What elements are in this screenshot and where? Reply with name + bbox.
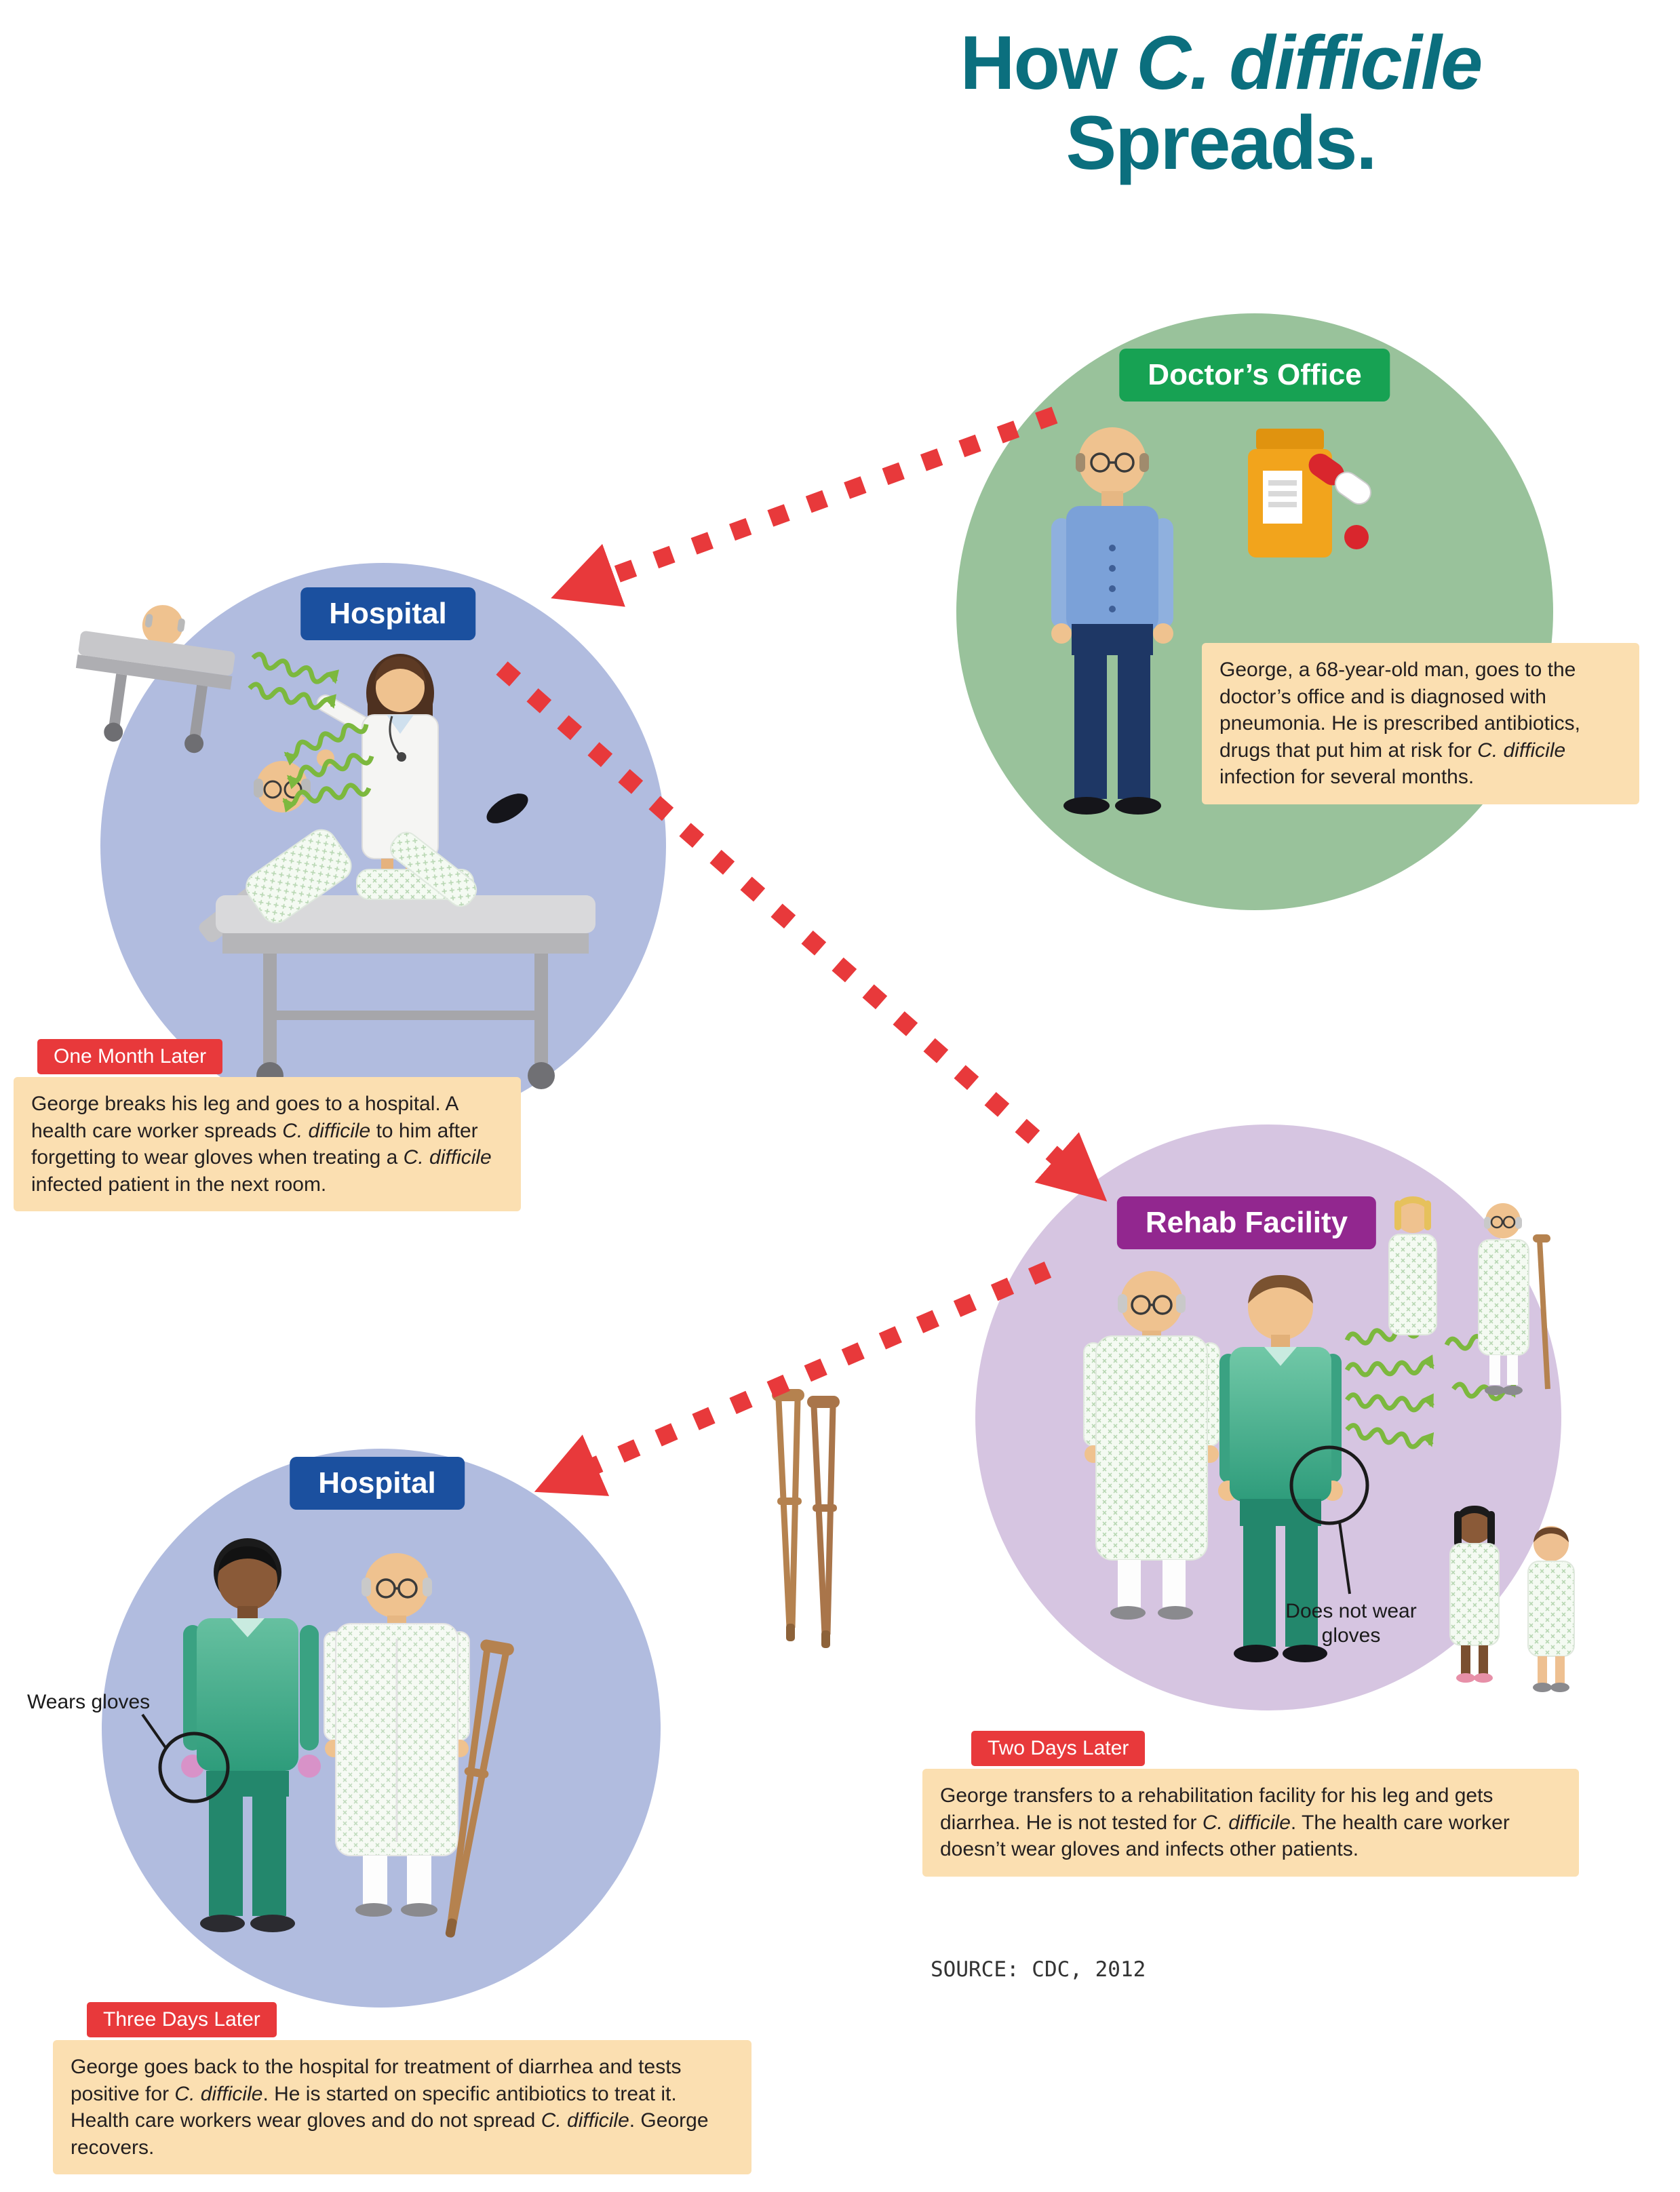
hospital-2-scene — [181, 1538, 514, 1938]
stage-label-rehab-facility: Rehab Facility — [1116, 1196, 1377, 1249]
crutch-icon — [445, 1639, 514, 1938]
stage-circle-rehab-facility — [772, 1124, 1575, 1710]
badge-one-month-later: One Month Later — [37, 1039, 223, 1074]
pill-bottle-icon — [1248, 429, 1332, 557]
annotation-wears-gloves: Wears gloves — [27, 1691, 151, 1713]
george-figure — [1051, 427, 1173, 815]
crutches-icon — [772, 1389, 840, 1648]
transmission-arrows — [248, 652, 374, 813]
stage-circle-hospital-2 — [102, 1449, 661, 2008]
title-line-1: How C. difficile — [780, 23, 1662, 103]
caption-hospital-2: George goes back to the hospital for tre… — [53, 2040, 751, 2175]
stage-circle-doctors-office — [956, 313, 1553, 910]
badge-three-days-later: Three Days Later — [87, 2002, 277, 2037]
title-line-2: Spreads. — [1066, 100, 1377, 185]
round-pill-icon — [1344, 525, 1369, 549]
caption-doctors-office: George, a 68-year-old man, goes to the d… — [1202, 643, 1639, 804]
stage-label-hospital-1: Hospital — [300, 587, 475, 640]
gloved-worker-figure — [181, 1538, 321, 1932]
doctors-office-scene — [1051, 427, 1371, 815]
stage-label-hospital-2: Hospital — [290, 1457, 465, 1510]
patient-woman-figure — [1449, 1506, 1500, 1683]
patient-blonde-figure — [1388, 1196, 1437, 1335]
annotation-does-not-wear-gloves: Does not wear gloves — [1285, 1600, 1417, 1647]
second-bed — [75, 605, 235, 754]
infographic-title: How C. difficile Spreads. — [780, 23, 1662, 182]
stage-label-doctors-office: Doctor’s Office — [1119, 349, 1390, 402]
title-cdifficile: C. difficile — [1136, 20, 1483, 105]
badge-two-days-later: Two Days Later — [971, 1731, 1146, 1766]
rehab-facility-scene — [772, 1196, 1575, 1692]
source-text: SOURCE: CDC, 2012 — [931, 1957, 1146, 1982]
elderly-patient2-figure — [324, 1553, 470, 1917]
patient-elderly2-figure — [1478, 1203, 1550, 1395]
caption-hospital-1: George breaks his leg and goes to a hosp… — [14, 1077, 521, 1212]
elderly-patient-figure — [1083, 1271, 1220, 1620]
pill-capsule-icon — [1308, 453, 1371, 505]
caption-rehab-facility: George transfers to a rehabilitation fac… — [922, 1769, 1579, 1877]
patient-boy-figure — [1527, 1526, 1575, 1692]
title-how: How — [960, 20, 1137, 105]
